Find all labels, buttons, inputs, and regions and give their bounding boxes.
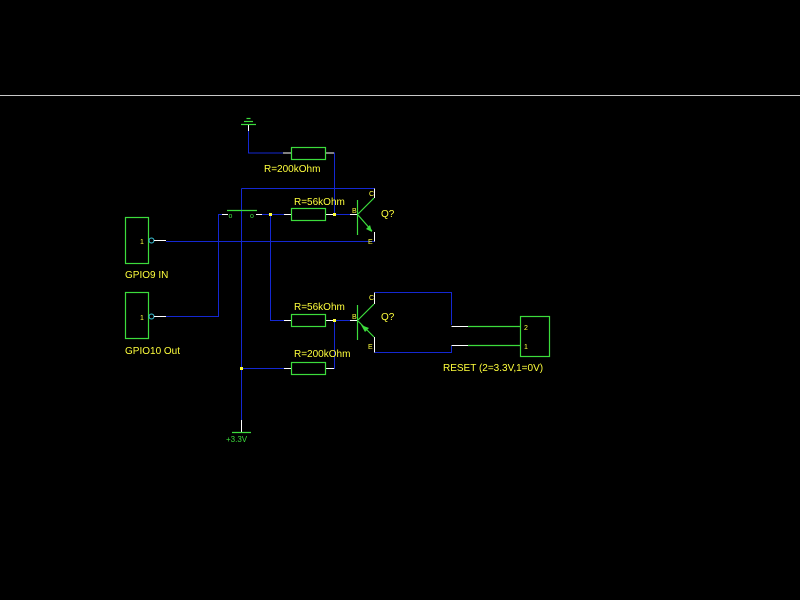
resistor-body xyxy=(290,146,327,161)
pin-circle-icon xyxy=(148,313,155,320)
resistor-label: R=200kOhm xyxy=(294,349,350,360)
connector-label: RESET (2=3.3V,1=0V) xyxy=(443,363,543,374)
wire xyxy=(326,320,335,369)
connector-body xyxy=(124,216,150,265)
junction-dot xyxy=(269,213,272,216)
pin-circle-icon xyxy=(148,237,155,244)
transistor-ref: Q? xyxy=(381,312,395,323)
power-supply-symbol[interactable]: +3.3V xyxy=(226,420,251,444)
resistor-label: R=200kOhm xyxy=(264,164,320,175)
wire xyxy=(374,292,452,325)
pin-c: C xyxy=(369,191,374,198)
transistor-q2[interactable]: C B E Q? xyxy=(350,292,395,353)
pin-b: B xyxy=(352,314,357,321)
junction-dot xyxy=(240,367,243,370)
transistor-collector xyxy=(357,197,375,215)
junction-dot xyxy=(333,213,336,216)
switch-pin-a: o xyxy=(229,213,233,220)
connector-body xyxy=(519,315,551,358)
emitter-arrow-icon xyxy=(366,225,372,232)
junction-dot xyxy=(333,319,336,322)
pin-c: C xyxy=(369,295,374,302)
resistor-r2[interactable]: R=56kOhm xyxy=(284,197,345,222)
pin-e: E xyxy=(368,239,373,246)
wire xyxy=(166,214,222,317)
pin-b: B xyxy=(352,208,357,215)
resistor-body xyxy=(290,207,327,222)
power-label: +3.3V xyxy=(226,435,248,444)
resistor-label: R=56kOhm xyxy=(294,302,345,313)
resistor-r4[interactable]: R=200kOhm xyxy=(284,349,350,376)
resistor-r3[interactable]: R=56kOhm xyxy=(284,302,345,328)
switch-pin-b: o xyxy=(250,213,254,220)
transistor-ref: Q? xyxy=(381,209,395,220)
resistor-body xyxy=(290,361,327,376)
connector-pin: 2 xyxy=(524,325,528,332)
resistor-label: R=56kOhm xyxy=(294,197,345,208)
resistor-r1[interactable]: R=200kOhm xyxy=(264,146,334,176)
connector-pin: 1 xyxy=(524,344,528,351)
connector-pin: 1 xyxy=(140,239,144,246)
resistor-body xyxy=(290,313,327,328)
connector-gpio10[interactable]: 1 GPIO10 Out xyxy=(124,291,180,358)
emitter-arrow-icon xyxy=(361,325,369,332)
wire xyxy=(248,131,290,154)
transistor-q1[interactable]: C B E Q? xyxy=(350,188,395,247)
transistor-collector xyxy=(357,303,375,321)
ground-symbol[interactable] xyxy=(241,117,256,132)
wire xyxy=(374,346,452,353)
wires xyxy=(166,131,452,420)
connector-body xyxy=(124,291,150,340)
junctions xyxy=(240,213,336,370)
connector-reset[interactable]: 2 1 RESET (2=3.3V,1=0V) xyxy=(443,315,551,375)
pin-e: E xyxy=(368,344,373,351)
wire xyxy=(270,214,290,321)
connector-label: GPIO9 IN xyxy=(125,270,168,281)
connector-label: GPIO10 Out xyxy=(125,346,180,357)
connector-gpio9[interactable]: 1 GPIO9 IN xyxy=(124,216,168,282)
connector-pin: 1 xyxy=(140,315,144,322)
push-switch[interactable]: o o xyxy=(222,209,262,221)
